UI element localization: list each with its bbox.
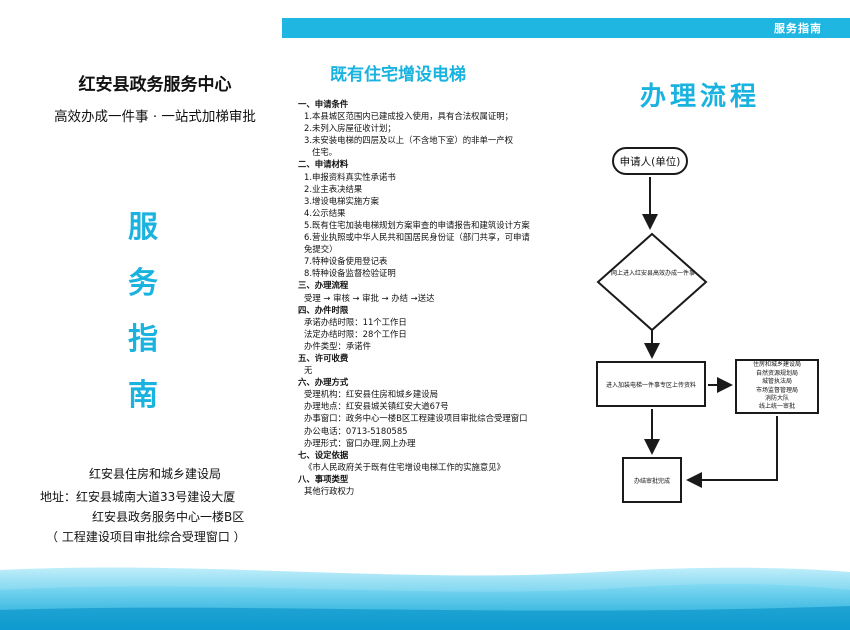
content-heading: 三、办理流程 [298,280,349,291]
content-line: 4.公示结果 [304,207,346,218]
top-banner: 服务指南 [282,18,850,38]
departments-box: 住房和城乡建设局 自然资源规划局 城管执法局 市场监督管理局 消防大队 线上统一… [735,359,819,414]
applicant-box: 申请人(单位) [612,147,688,175]
content-line: 受理机构：红安县住房和城乡建设局 [304,389,438,400]
content-line: 6.营业执照或中华人民共和国居民身份证（部门共享，可申请 [304,232,530,243]
content-heading: 二、申请材料 [298,159,349,170]
content-heading: 四、办件时限 [298,304,349,315]
content-line: 7.特种设备使用登记表 [304,256,388,267]
org-title: 红安县政务服务中心 [78,75,232,95]
content-line: 2.未列入房屋征收计划； [304,123,396,134]
content-line: 其他行政权力 [304,486,355,496]
content-line: 2.业主表决结果 [304,183,363,194]
content-line: 免提交） [304,244,338,255]
dept-line: 市场监督管理局 [755,386,798,394]
guide-char: 服 [128,210,158,245]
guide-char: 南 [128,378,158,413]
guide-char: 务 [128,266,158,301]
content-line: 3.未安装电梯的四层及以上（不含地下室）的非单一产权 [304,135,513,146]
content-line: 住宅。 [312,147,338,158]
content-line: 受理 → 审核 → 审批 → 办结 →送达 [304,292,435,303]
content-line: 无 [304,365,313,376]
arrow-depts-to-done [686,416,778,488]
content-line: 法定办结时限：28个工作日 [304,328,407,339]
content-line: 《市人民政府关于既有住宅增设电梯工作的实施意见》 [304,461,505,472]
org-slogan: 高效办成一件事 · 一站式加梯审批 [54,109,256,125]
content-heading: 七、设定依据 [298,449,349,460]
service-guide-vertical: 服 务 指 南 [113,200,173,424]
content-line: 办理形式：窗口办理,网上办理 [304,437,416,448]
bottom-wave-decoration [0,567,850,630]
section-title: 既有住宅增设电梯 [330,65,466,85]
content-line: 3.增设电梯实施方案 [304,195,379,206]
dept-line: 自然资源规划局 [755,369,798,377]
content-line: 办事窗口：政务中心一楼B区工程建设项目审批综合受理窗口 [304,413,528,424]
banner-text: 服务指南 [774,22,822,35]
done-box: 办结审批完成 [622,457,682,503]
content-heading: 一、申请条件 [298,99,349,109]
content-line: 1.申报资料真实性承诺书 [304,171,396,182]
content-line: 办理地点：红安县城关镇红安大道67号 [304,401,449,412]
content-line: 办公电话：0713-5180585 [304,425,408,436]
flow-title: 办理流程 [640,82,761,112]
decision-label: 网上进入红安县高效办成一件事 [610,270,695,277]
dept-name: 红安县住房和城乡建设局 [88,467,221,481]
address-line-1: 地址：红安县城南大道33号建设大厦 [40,490,236,504]
content-line: 1.本县城区范围内已建成投入使用，具有合法权属证明； [304,111,513,122]
content-heading: 五、许可收费 [298,352,349,363]
decision-diamond [596,232,708,332]
content-line: 5.既有住宅加装电梯规划方案审查的申请报告和建筑设计方案 [304,219,530,230]
dept-line: 线上统一审批 [758,403,795,411]
content-heading: 八、事项类型 [298,473,349,484]
dept-line: 城管执法局 [761,378,792,386]
content-line: 办件类型：承诺件 [304,340,371,351]
address-line-3: （ 工程建设项目审批综合受理窗口 ） [46,530,246,544]
dept-line: 住房和城乡建设局 [752,361,801,369]
content-heading: 六、办理方式 [298,377,349,388]
guide-char: 指 [128,322,158,357]
content-line: 承诺办结时限：11个工作日 [304,316,407,327]
dept-line: 消防大队 [764,394,789,402]
content-line: 8.特种设备监督检验证明 [304,268,396,279]
address-line-2: 红安县政务服务中心一楼B区 [92,510,245,524]
guide-content: 一、申请条件 1.本县城区范围内已建成投入使用，具有合法权属证明；2.未列入房屋征… [298,98,568,497]
submit-box: 进入加装电梯一件事专区上传资料 [596,361,706,407]
